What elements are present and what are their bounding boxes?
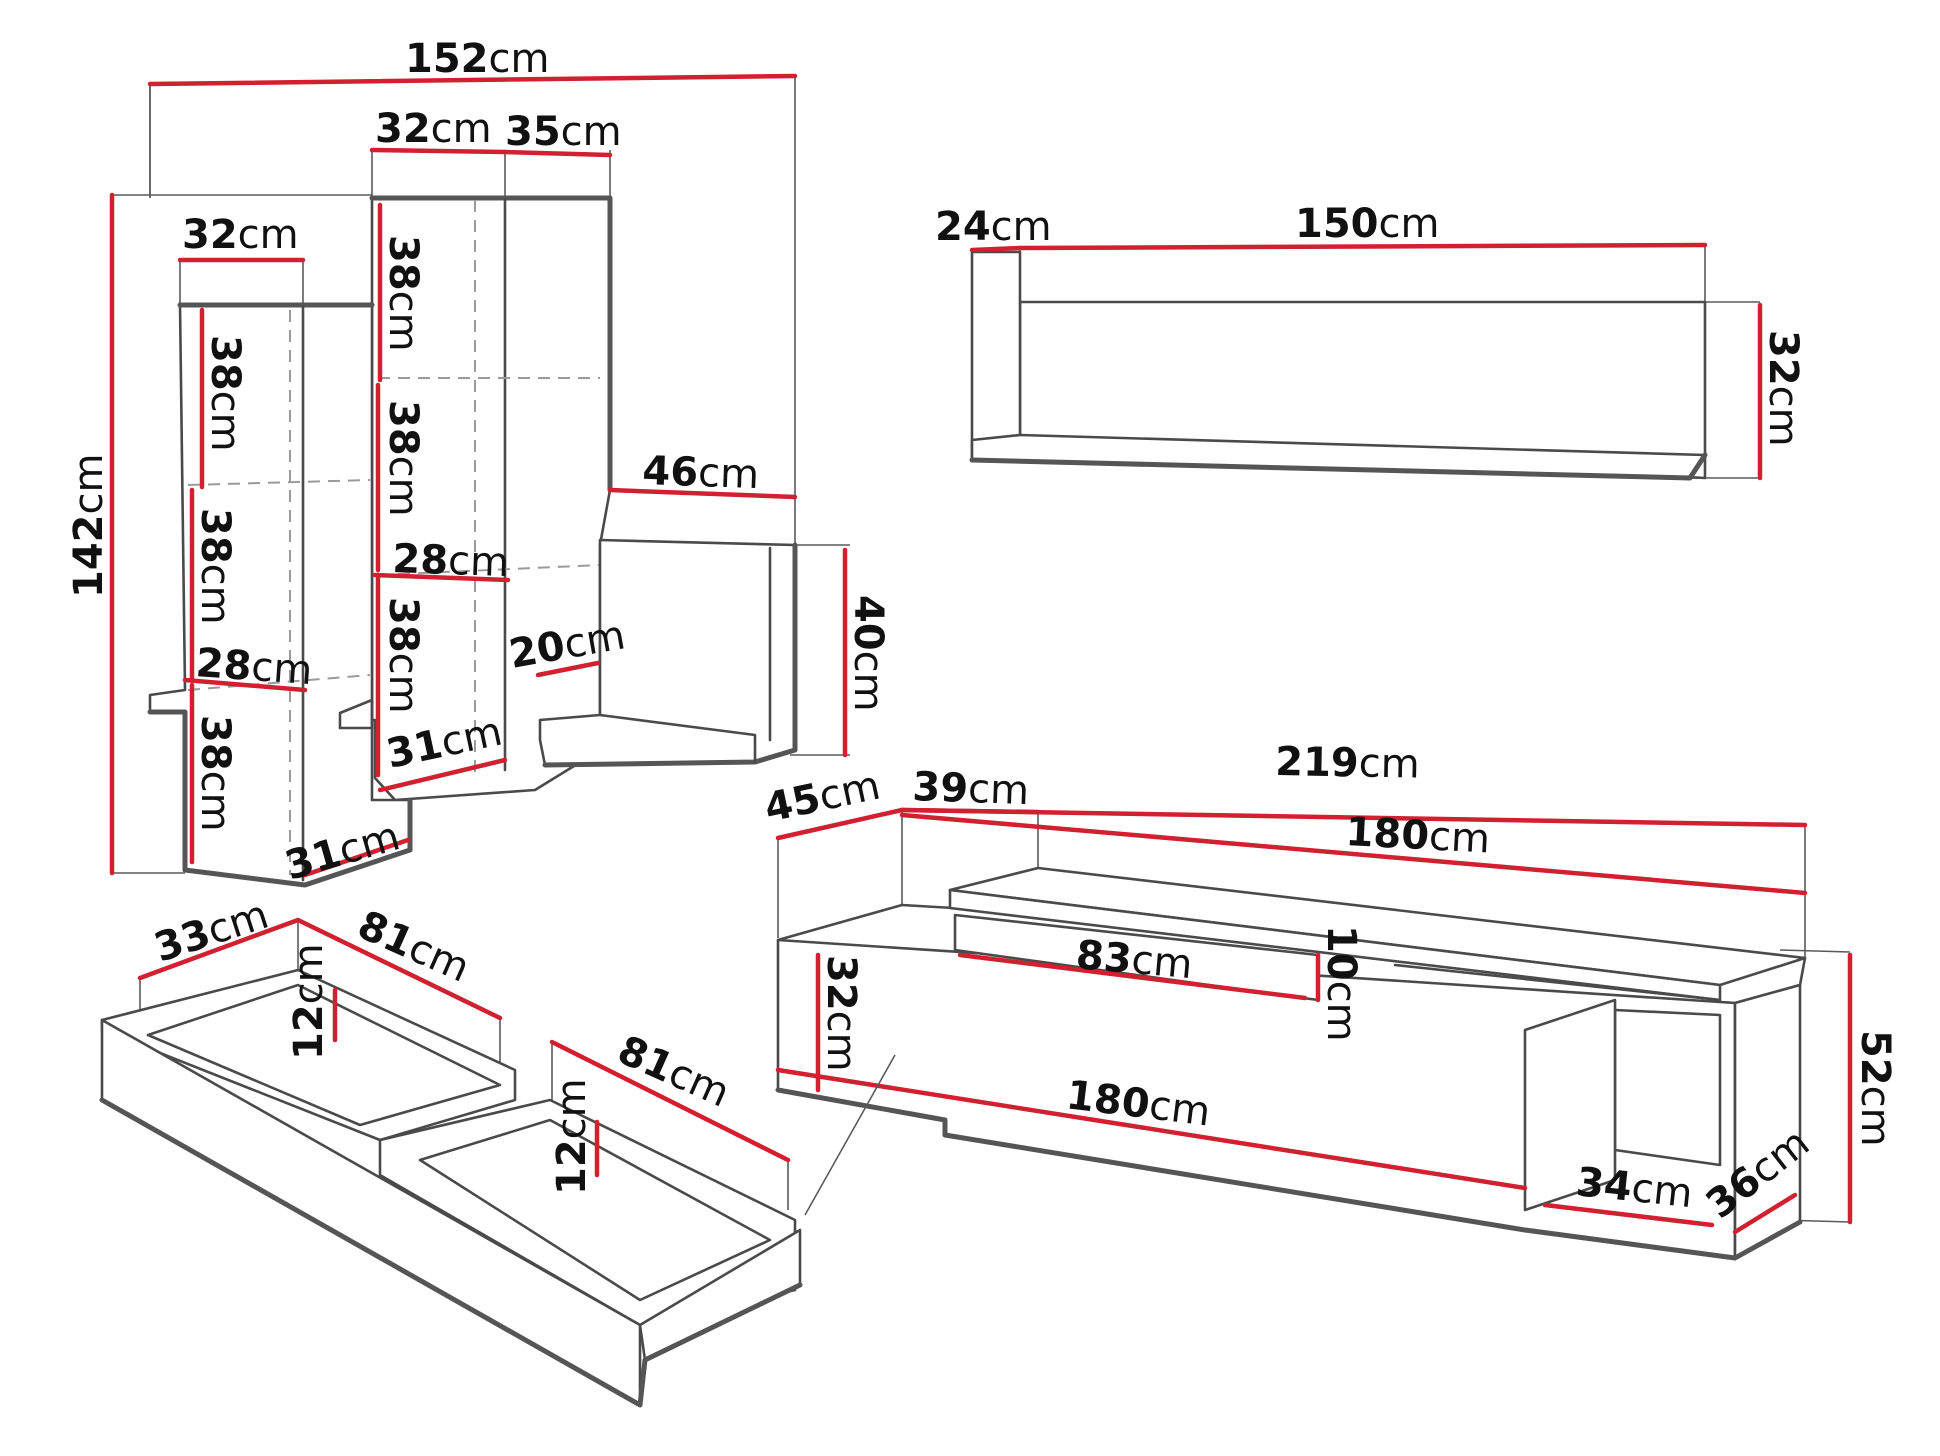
- label-180-top: 180cm: [1344, 809, 1491, 862]
- dim-150: [1017, 242, 1708, 251]
- dim-219: [899, 807, 1808, 828]
- label-20: 20cm: [506, 612, 629, 678]
- label-52: 52cm: [1852, 1030, 1898, 1147]
- dim-152: [147, 73, 798, 87]
- label-39: 39cm: [912, 764, 1030, 814]
- label-83: 83cm: [1074, 932, 1194, 988]
- tv-stand: 219cm 45cm 39cm 180cm 83cm 10cm 32cm 180…: [761, 739, 1898, 1261]
- left-tower-outline: [148, 303, 412, 887]
- label-32-shelf: 32cm: [1760, 330, 1806, 447]
- label-40: 40cm: [845, 595, 891, 712]
- tv-drawer-box: [1523, 998, 1617, 1212]
- drawer-right-inner: [418, 1118, 772, 1302]
- label-38-r1: 38cm: [380, 235, 426, 352]
- dim-20: [535, 660, 601, 678]
- dim-31-r: [377, 757, 508, 793]
- label-34: 34cm: [1574, 1159, 1695, 1217]
- dim-35: [502, 149, 613, 158]
- label-38-l1: 38cm: [202, 335, 248, 452]
- label-32-tv: 32cm: [818, 955, 864, 1072]
- corner-shelf-outer: [542, 542, 798, 768]
- label-28-r: 28cm: [392, 536, 510, 586]
- dim-81-left: [295, 917, 503, 1021]
- label-152: 152cm: [405, 36, 549, 82]
- left-tower-step: [338, 698, 374, 730]
- label-46: 46cm: [642, 448, 760, 498]
- left-tower-shelf-2: [187, 674, 371, 691]
- dim-180-front: [775, 1067, 1528, 1191]
- dim-32-top: [369, 147, 508, 155]
- drawers: 33cm 81cm 12cm 81cm 12cm: [99, 892, 896, 1408]
- drawer-left-inner: [146, 983, 502, 1127]
- left-tower-bottom-edge: [147, 709, 413, 888]
- dim-34: [1542, 1202, 1715, 1228]
- shelf-side-panel: [970, 250, 1022, 460]
- label-35: 35cm: [505, 109, 622, 155]
- tv-ext-top: [1779, 949, 1851, 953]
- dim-83: [957, 952, 1308, 1001]
- label-180-front: 180cm: [1064, 1072, 1213, 1135]
- shelf-bottom-edge: [969, 452, 1708, 481]
- dim-28-l: [182, 677, 308, 693]
- label-32-top: 32cm: [375, 106, 492, 152]
- label-38-r3: 38cm: [380, 597, 426, 714]
- label-10: 10cm: [1318, 925, 1364, 1042]
- tv-bottom-edge: [775, 1087, 1803, 1261]
- label-38-r2: 38cm: [380, 400, 426, 517]
- label-45: 45cm: [761, 763, 885, 832]
- dim-36: [1732, 1192, 1798, 1235]
- right-tower-shelf-2: [377, 564, 601, 576]
- label-32-left: 32cm: [182, 212, 299, 258]
- dim-45: [775, 807, 905, 841]
- dim-46: [607, 487, 798, 500]
- label-33: 33cm: [149, 892, 274, 972]
- label-28-l: 28cm: [194, 640, 314, 694]
- dim-33: [137, 917, 301, 981]
- label-150: 150cm: [1295, 201, 1439, 247]
- label-219: 219cm: [1275, 739, 1420, 788]
- label-142: 142cm: [66, 454, 112, 598]
- left-tower-shelf-1: [187, 479, 371, 486]
- dim-39: [899, 807, 1041, 815]
- label-12-left: 12cm: [286, 943, 332, 1060]
- drawer-bottom-edge: [99, 1097, 803, 1408]
- label-38-l3: 38cm: [192, 715, 238, 832]
- dim-180-top: [899, 812, 1808, 896]
- tv-shelf-lower-edge: [1393, 963, 1722, 1002]
- tv-side-compartment: [1613, 1008, 1722, 1167]
- drawer-leader-line: [804, 1054, 896, 1216]
- label-24: 24cm: [935, 204, 1052, 250]
- dim-28-r: [372, 572, 511, 583]
- wall-unit: 152cm 32cm 35cm 32cm 142cm 38cm 38cm 38c…: [66, 36, 891, 890]
- dim-81-right: [549, 1039, 791, 1163]
- label-12-right: 12cm: [549, 1078, 595, 1195]
- dim-31-l: [302, 837, 411, 878]
- wall-shelf: 24cm 150cm 32cm: [935, 201, 1806, 481]
- dim-24: [969, 245, 1023, 253]
- label-38-l2: 38cm: [192, 508, 238, 625]
- right-tower-top-edge: [369, 195, 613, 493]
- corner-shelf-inner: [598, 713, 757, 764]
